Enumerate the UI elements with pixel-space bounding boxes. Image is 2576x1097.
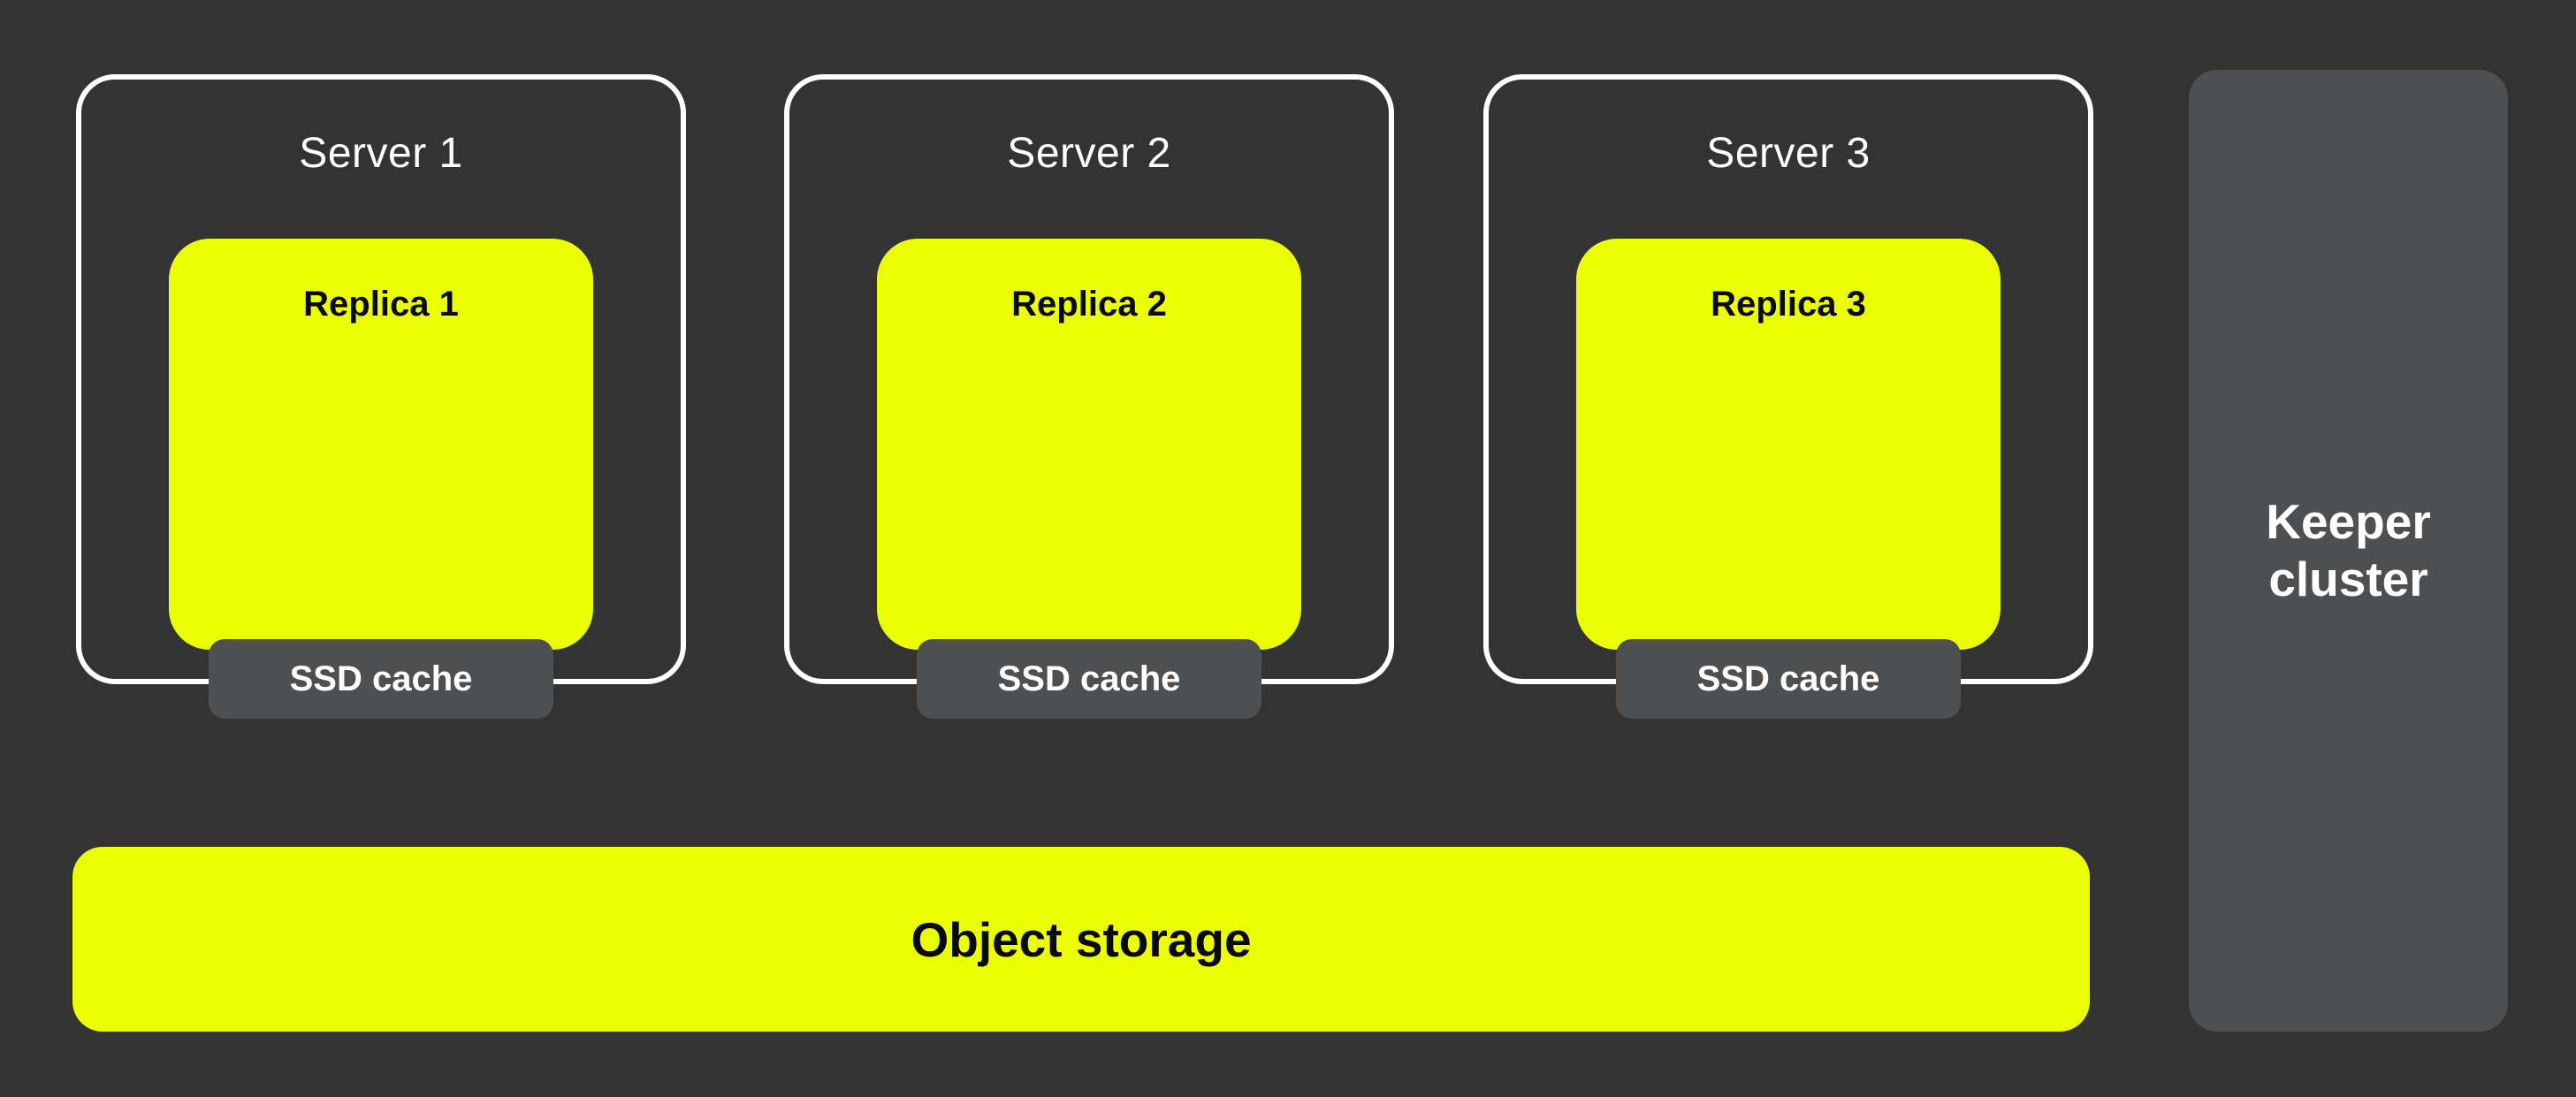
object-storage-bar: Object storage [72, 847, 2090, 1032]
ssd-cache-1-label: SSD cache [289, 659, 473, 698]
replica-2-box: Replica 2 [877, 239, 1301, 650]
replica-1-label: Replica 1 [303, 285, 459, 324]
ssd-cache-2-badge: SSD cache [917, 639, 1261, 719]
server-1-box: Server 1 Replica 1 SSD cache [76, 74, 686, 719]
replica-1-box: Replica 1 [169, 239, 593, 650]
replica-3-box: Replica 3 [1576, 239, 2001, 650]
server-1-label: Server 1 [299, 130, 463, 177]
replica-2-label: Replica 2 [1011, 285, 1167, 324]
keeper-cluster-label: Keeper cluster [2266, 494, 2431, 606]
object-storage-label: Object storage [911, 911, 1252, 967]
server-2-box: Server 2 Replica 2 SSD cache [784, 74, 1394, 719]
ssd-cache-3-badge: SSD cache [1616, 639, 1961, 719]
ssd-cache-1-badge: SSD cache [209, 639, 553, 719]
server-3-box: Server 3 Replica 3 SSD cache [1483, 74, 2093, 719]
server-3-label: Server 3 [1706, 130, 1871, 177]
ssd-cache-3-label: SSD cache [1696, 659, 1880, 698]
replica-3-label: Replica 3 [1711, 285, 1866, 324]
server-2-label: Server 2 [1007, 130, 1171, 177]
ssd-cache-2-label: SSD cache [997, 659, 1181, 698]
keeper-cluster-panel: Keeper cluster [2189, 70, 2508, 1032]
